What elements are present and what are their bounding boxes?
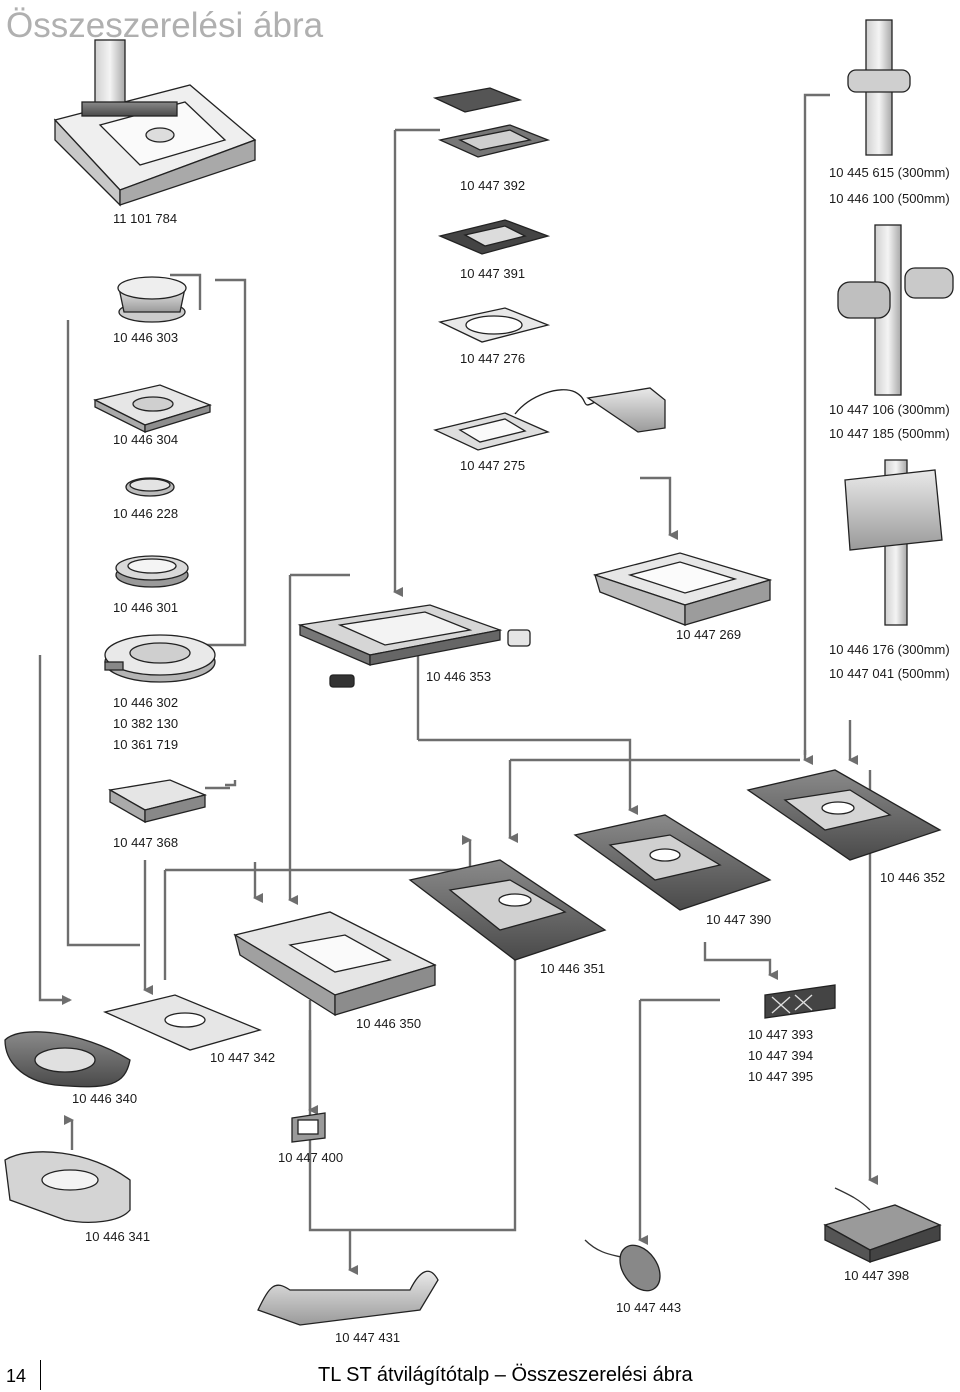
label-10447443: 10 447 443 [616,1300,681,1315]
part-10446340-illustration [4,1031,131,1088]
label-11101784: 11 101 784 [113,211,177,226]
label-10447269: 10 447 269 [676,627,741,642]
label-10447368: 10 447 368 [113,835,178,850]
part-10447431-illustration [257,1270,439,1326]
label-10382130: 10 382 130 [113,716,178,731]
label-10447393: 10 447 393 [748,1027,813,1042]
label-10361719: 10 361 719 [113,737,178,752]
label-10446340: 10 446 340 [72,1091,137,1106]
part-10447400-illustration [291,1112,326,1143]
label-10446350: 10 446 350 [356,1016,421,1031]
footer-divider [40,1360,41,1390]
part-column-300mm-illustration [837,19,954,626]
part-10447443-illustration [584,1239,661,1292]
label-10446228: 10 446 228 [113,506,178,521]
part-base-unit-illustration [53,39,257,207]
part-10446228-illustration [125,477,175,497]
part-10446353-illustration [297,604,531,688]
label-10447390: 10 447 390 [706,912,771,927]
label-10447276: 10 447 276 [460,351,525,366]
part-10446304-illustration [93,384,212,434]
wire-left-4 [38,655,72,1005]
wire-mid-11 [225,780,237,787]
part-10446303-illustration [117,276,187,323]
label-10447431: 10 447 431 [335,1330,400,1345]
part-labels: 11 101 784 10 446 303 10 446 304 10 446 … [72,165,950,1345]
part-10446301-illustration [115,555,189,588]
part-10447391-illustration [437,219,551,255]
label-10447394: 10 447 394 [748,1048,813,1063]
part-10447368-illustration [108,779,208,824]
part-10447269-illustration [592,552,773,626]
part-10447275-illustration [433,387,666,451]
label-10447185: 10 447 185 (500mm) [829,426,950,441]
wire-right-6 [703,942,778,980]
label-10447395: 10 447 395 [748,1069,813,1084]
page-title: Összeszerelési ábra [6,6,324,45]
part-10446351-illustration [408,859,607,961]
part-10447398-illustration [823,1187,942,1264]
label-10446352: 10 446 352 [880,870,945,885]
label-10447275: 10 447 275 [460,458,525,473]
label-10447392: 10 447 392 [460,178,525,193]
label-10447106: 10 447 106 (300mm) [829,402,950,417]
label-10446341: 10 446 341 [85,1229,150,1244]
wire-mid-6 [418,738,638,815]
label-10445615: 10 445 615 (300mm) [829,165,950,180]
label-10447391: 10 447 391 [460,266,525,281]
label-10447398: 10 447 398 [844,1268,909,1283]
label-10446351: 10 446 351 [540,961,605,976]
page-number: 14 [6,1366,27,1386]
label-10446301: 10 446 301 [113,600,178,615]
part-10446302-illustration [104,634,216,683]
wire-left-2 [170,273,202,310]
label-10447400: 10 447 400 [278,1150,343,1165]
label-10447342: 10 447 342 [210,1050,275,1065]
part-10447390-illustration [573,814,772,911]
wire-right-1 [803,93,830,765]
part-10446350-illustration [233,911,437,1017]
label-10446353: 10 446 353 [426,669,491,684]
part-10447392-illustration [432,87,551,158]
wire-right-4 [640,476,678,540]
wire-left-3 [190,278,247,647]
footer-doc-title: TL ST átvilágítótalp – Összeszerelési áb… [318,1364,693,1386]
label-10446302: 10 446 302 [113,695,178,710]
wire-left-1 [66,320,140,947]
label-10446304: 10 446 304 [113,432,178,447]
part-10446352-illustration [746,769,942,861]
part-10447393-illustration [764,984,836,1019]
label-10447041: 10 447 041 (500mm) [829,666,950,681]
label-10446303: 10 446 303 [113,330,178,345]
wire-mid-8 [165,835,472,872]
part-10447276-illustration [437,307,551,343]
label-10446100: 10 446 100 (500mm) [829,191,950,206]
part-10447342-illustration [102,994,262,1051]
label-10446176: 10 446 176 (300mm) [829,642,950,657]
part-10446341-illustration [4,1151,131,1223]
